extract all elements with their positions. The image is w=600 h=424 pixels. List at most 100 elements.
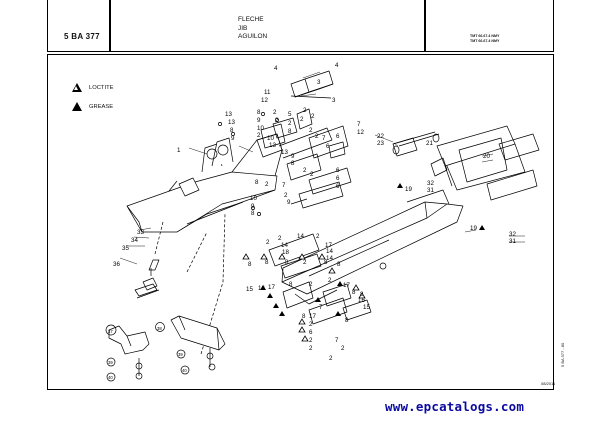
part-label-2f: 2 (288, 120, 292, 127)
jib-left-section (126, 127, 333, 233)
legend-item-loctite: LOCTITE (72, 78, 113, 97)
side-code: 5 BA 377 - 80 (560, 342, 565, 367)
drawing-frame (47, 54, 554, 390)
part-label-8i: 8 (285, 259, 289, 266)
part-label-8k: 8 (337, 261, 341, 268)
part-label-37: 37 (108, 329, 113, 334)
part-label-22: 22 (377, 133, 384, 140)
part-label-31a: 31 (427, 187, 434, 194)
part-label-13c: 13 (269, 142, 276, 149)
title-box (110, 0, 425, 52)
label-leader-lines (119, 71, 525, 265)
part-label-8j: 8 (324, 259, 328, 266)
open-triangle-icon (72, 83, 82, 92)
attachment-plate (392, 125, 540, 201)
document-reference: 5 BA 377 (64, 32, 100, 41)
title-spanish: AGUILON (238, 33, 268, 41)
part-label-2r: 2 (309, 281, 313, 288)
part-label-8h: 8 (265, 259, 269, 266)
title-english: JIB (238, 24, 248, 32)
part-label-16a: 16 (258, 285, 265, 292)
part-label-16b: 16 (358, 297, 365, 304)
part-label-31b: 31 (509, 238, 516, 245)
part-label-13a: 13 (225, 111, 232, 118)
part-label-18a: 18 (282, 249, 289, 256)
part-label-7a: 7 (322, 135, 326, 142)
reference-box (47, 0, 110, 52)
part-label-2e: 2 (311, 113, 315, 120)
title-french: FLECHE (238, 16, 264, 23)
lower-pad-cluster (268, 233, 372, 325)
part-label-14a: 14 (297, 233, 304, 240)
legend-item-grease: GREASE (72, 97, 113, 116)
model-codes: TMT 66.67.4 NMY TMT 66.67.4 NMY (470, 34, 499, 44)
part-label-10b: 10 (267, 135, 274, 142)
hydraulic-pins (392, 131, 448, 177)
part-label-2g: 2 (257, 132, 261, 139)
website-watermark: www.epcatalogs.com (385, 399, 525, 414)
part-label-9e: 9 (251, 203, 255, 210)
part-label-8n: 8 (360, 291, 364, 298)
sheet-number: 08/2011 (541, 381, 556, 386)
part-label-7e: 7 (335, 337, 339, 344)
part-label-17d: 17 (309, 313, 316, 320)
part-label-8f: 8 (251, 210, 255, 217)
jib-bolts (218, 112, 279, 216)
part-label-2l: 2 (265, 181, 269, 188)
part-label-14c: 14 (326, 248, 333, 255)
page-header: 5 BA 377 FLECHE JIB AGUILON TMT 66.67.4 … (0, 0, 600, 54)
bottom-bracket-right (170, 315, 226, 351)
part-label-34: 34 (131, 237, 138, 244)
part-label-33: 33 (137, 229, 144, 236)
part-label-2k: 2 (310, 171, 314, 178)
part-label-15b: 15 (363, 304, 370, 311)
exploded-parts-drawing: 4 4 3 3 11 12 13 13 8 9 8 9 10 2 2 5 2 2… (105, 62, 540, 382)
part-label-2o: 2 (278, 235, 282, 242)
model-code-1: TMT 66.67.4 NMY (470, 34, 500, 38)
part-label-7b: 7 (357, 121, 361, 128)
part-label-6b: 6 (326, 143, 330, 150)
part-label-9c: 9 (291, 153, 295, 160)
loctite-markers (242, 253, 366, 342)
part-label-19b: 19 (470, 225, 477, 232)
legend: LOCTITE GREASE (72, 78, 113, 116)
part-label-21: 21 (426, 140, 433, 147)
part-label-2s: 2 (328, 277, 332, 284)
document-title: FLECHE JIB AGUILON (238, 16, 267, 42)
part-label-32b: 32 (509, 231, 516, 238)
part-label-35: 35 (122, 245, 129, 252)
part-label-8l: 8 (289, 281, 293, 288)
part-label-13b: 13 (228, 119, 235, 126)
part-label-4a: 4 (274, 65, 278, 72)
part-label-7d: 7 (319, 304, 323, 311)
bottom-bracket-left (108, 325, 150, 355)
part-label-1: 1 (177, 147, 181, 154)
part-label-2j: 2 (303, 167, 307, 174)
part-label-19a: 19 (405, 186, 412, 193)
part-label-8m: 8 (352, 289, 356, 296)
part-label-2b: 2 (275, 117, 279, 124)
part-label-38: 38 (157, 326, 162, 331)
part-label-8e: 8 (255, 179, 259, 186)
code-box (425, 0, 554, 52)
part-label-2p: 2 (316, 233, 320, 240)
part-label-6e: 6 (336, 183, 340, 190)
part-label-2d: 2 (300, 116, 304, 123)
part-label-12b: 12 (357, 129, 364, 136)
part-label-10a: 10 (257, 125, 264, 132)
part-label-2m: 2 (284, 192, 288, 199)
part-label-40b: 40 (182, 368, 187, 373)
fastener-symbols (105, 322, 216, 382)
part-label-11: 11 (264, 89, 271, 96)
part-label-9b: 9 (257, 117, 261, 124)
legend-label-grease: GREASE (89, 103, 114, 110)
part-label-2h: 2 (309, 127, 313, 134)
part-label-2w: 2 (341, 345, 345, 352)
part-label-4b: 4 (335, 62, 339, 69)
part-label-6d: 6 (336, 175, 340, 182)
part-label-6c: 6 (336, 167, 340, 174)
part-label-2i: 2 (315, 133, 319, 140)
part-label-6a: 6 (336, 133, 340, 140)
part-label-3a: 3 (317, 79, 321, 86)
part-label-32a: 32 (427, 180, 434, 187)
